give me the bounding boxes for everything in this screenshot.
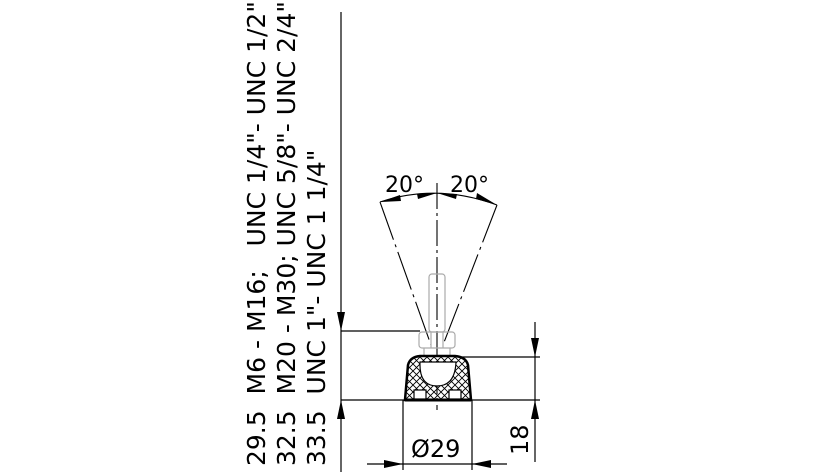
overall-height-dimension xyxy=(337,12,540,472)
thread-spec-line-2: 32.5 M20 - M30; UNC 5/8"- UNC 2/4" xyxy=(272,1,301,466)
angle-left-label: 20° xyxy=(385,173,424,198)
base-height-dimension xyxy=(460,322,540,462)
angle-right-label: 20° xyxy=(450,173,489,198)
leveling-foot-base xyxy=(403,354,473,402)
angle-arrowheads xyxy=(380,193,497,205)
diameter-label: Ø29 xyxy=(411,435,460,463)
thread-spec-labels: 29.5 M6 - M16; UNC 1/4"- UNC 1/2" 32.5 M… xyxy=(242,1,331,466)
thread-spec-line-1: 29.5 M6 - M16; UNC 1/4"- UNC 1/2" xyxy=(242,1,271,466)
diameter-dimension xyxy=(367,400,507,470)
base-height-label: 18 xyxy=(506,424,534,455)
thread-spec-line-3: 33.5 UNC 1"- UNC 1 1/4" xyxy=(302,150,331,466)
